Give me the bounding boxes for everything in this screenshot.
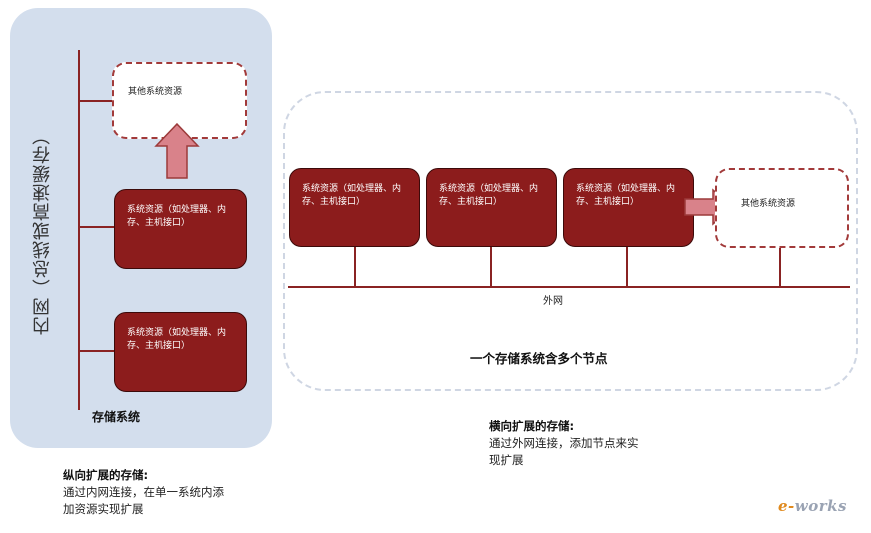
external-network-label: 外网 <box>543 296 563 307</box>
bus-connector <box>78 100 113 102</box>
network-connector <box>354 246 356 287</box>
logo-prefix: e- <box>778 497 795 515</box>
other-system-resource-box: 其他系统资源 <box>715 168 849 248</box>
vertical-caption-body: 通过内网连接，在单一系统内添加资源实现扩展 <box>63 485 224 516</box>
system-resource-node: 系统资源（如处理器、内存、主机接口） <box>563 168 694 247</box>
bus-connector <box>78 226 114 228</box>
bus-connector <box>78 350 114 352</box>
network-connector <box>779 246 781 287</box>
network-connector <box>490 246 492 287</box>
vertical-caption: 纵向扩展的存储: 通过内网连接，在单一系统内添加资源实现扩展 <box>63 467 233 518</box>
system-resource-node: 系统资源（如处理器、内存、主机接口） <box>289 168 420 247</box>
system-resource-node: 系统资源（如处理器、内存、主机接口） <box>426 168 557 247</box>
vertical-caption-title: 纵向扩展的存储: <box>63 468 149 482</box>
horizontal-caption: 横向扩展的存储: 通过外网连接，添加节点来实现扩展 <box>489 418 644 469</box>
system-resource-node: 系统资源（如处理器、内存、主机接口） <box>114 312 247 392</box>
eworks-logo: e-works <box>778 497 847 515</box>
system-resource-node: 系统资源（如处理器、内存、主机接口） <box>114 189 247 269</box>
horizontal-caption-body: 通过外网连接，添加节点来实现扩展 <box>489 436 639 467</box>
multi-node-storage-label: 一个存储系统含多个节点 <box>470 351 608 366</box>
up-arrow-icon <box>154 122 200 179</box>
internal-network-label: 内网（总线或高速缓存） <box>32 126 53 335</box>
horizontal-scaling-panel <box>283 91 858 391</box>
internal-bus-line <box>78 50 80 410</box>
horizontal-caption-title: 横向扩展的存储: <box>489 419 575 433</box>
external-network-line <box>288 286 850 288</box>
logo-name: works <box>794 497 847 515</box>
other-system-resource-label: 其他系统资源 <box>128 87 183 97</box>
network-connector <box>626 246 628 287</box>
storage-system-label: 存储系统 <box>92 410 141 424</box>
other-system-resource-label: 其他系统资源 <box>741 199 796 209</box>
